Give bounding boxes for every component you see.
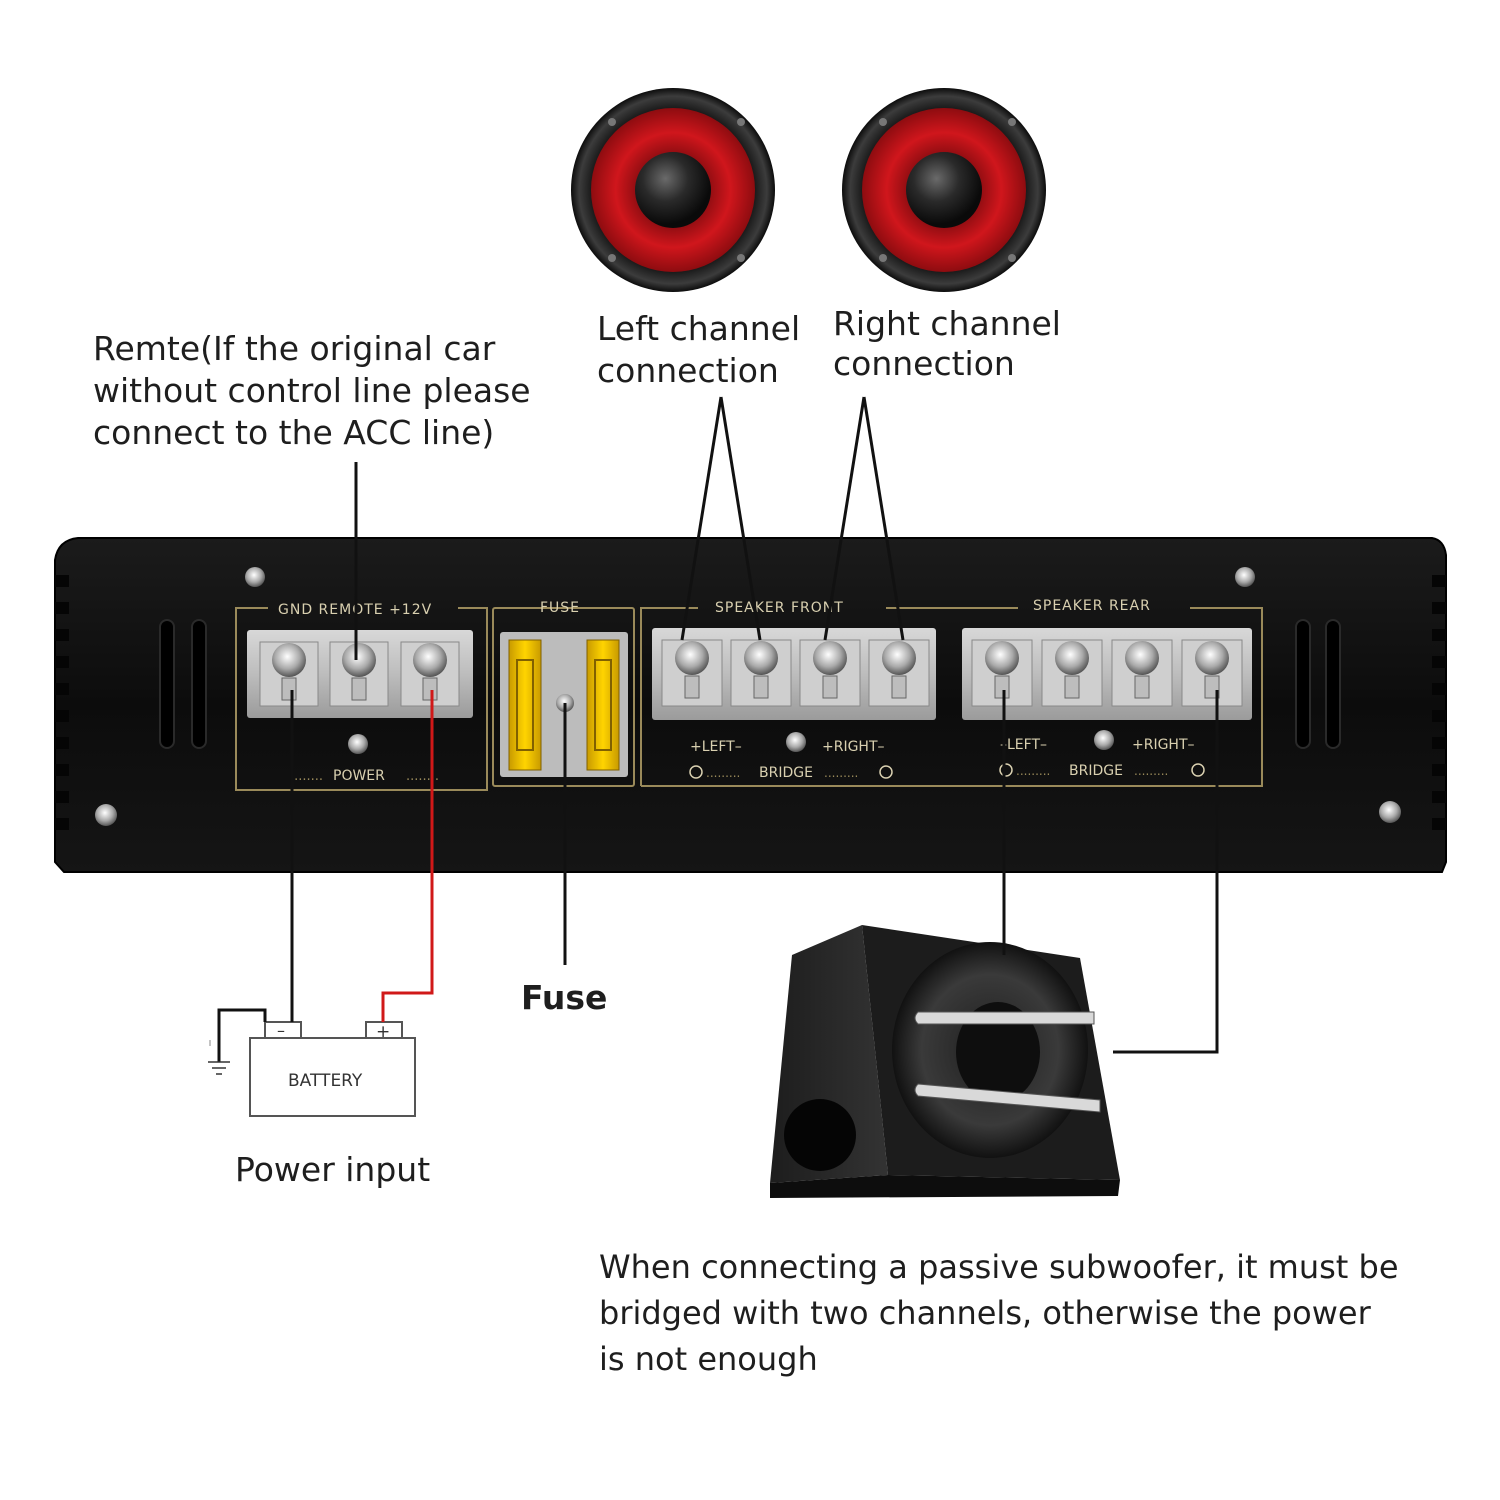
power-dots-left: ........ — [290, 769, 323, 784]
rear-right-label: +RIGHT– — [1132, 737, 1195, 753]
terminal-12v — [400, 641, 460, 707]
remote-line-3: connect to the ACC line) — [93, 413, 495, 452]
svg-text:.........: ......... — [1016, 764, 1050, 778]
right-channel-line-1: Right channel — [833, 304, 1061, 343]
terminal-gnd — [259, 641, 319, 707]
rear-terminals — [971, 639, 1243, 707]
subwoofer-line-1: When connecting a passive subwoofer, it … — [599, 1248, 1399, 1286]
remote-annotation: Remte(If the original car without contro… — [93, 328, 531, 454]
fuse-right — [586, 639, 620, 771]
right-speaker — [842, 88, 1046, 292]
rear-group-header: SPEAKER REAR — [1033, 598, 1151, 614]
rear-left-label: –LEFT– — [1000, 737, 1047, 753]
connection-lines — [290, 396, 1219, 1054]
left-channel-annotation: Left channel connection — [597, 308, 800, 392]
battery-negative-sign: – — [277, 1021, 285, 1040]
front-bridge-label: BRIDGE — [759, 765, 813, 781]
rear-bridge-label: BRIDGE — [1069, 763, 1123, 779]
svg-text:.........: ......... — [1134, 764, 1168, 778]
positive-wire — [381, 690, 434, 1022]
subwoofer-line-3: is not enough — [599, 1340, 818, 1378]
svg-text:.........: ......... — [706, 766, 740, 780]
front-left-label: +LEFT– — [690, 739, 742, 755]
left-channel-line-2: connection — [597, 351, 779, 390]
svg-text:.........: ......... — [824, 766, 858, 780]
power-input-annotation: Power input — [235, 1150, 431, 1189]
amplifier-panel: GND REMOTE +12V ........ POWER ........ … — [54, 537, 1447, 873]
battery-positive-sign: + — [376, 1022, 390, 1042]
fuse-left — [508, 639, 542, 771]
battery: – + BATTERY — [208, 1008, 416, 1117]
subwoofer-annotation: When connecting a passive subwoofer, it … — [599, 1244, 1399, 1382]
fuse-group-header: FUSE — [540, 600, 580, 616]
front-terminals — [661, 639, 930, 707]
front-group-header: SPEAKER FRONT — [715, 600, 844, 616]
power-group-footer: POWER — [333, 768, 385, 784]
front-right-label: +RIGHT– — [822, 739, 885, 755]
left-channel-line-1: Left channel — [597, 309, 801, 348]
power-dots-right: ........ — [406, 769, 439, 784]
right-channel-line-2: connection — [833, 344, 1015, 383]
remote-line-2: without control line please — [93, 371, 531, 410]
terminal-remote — [329, 641, 389, 707]
subwoofer-line-2: bridged with two channels, otherwise the… — [599, 1294, 1371, 1332]
subwoofer — [770, 925, 1120, 1198]
right-channel-annotation: Right channel connection — [833, 304, 1061, 384]
remote-line-1: Remte(If the original car — [93, 329, 496, 368]
battery-label: BATTERY — [288, 1071, 363, 1091]
left-speaker — [571, 88, 775, 292]
fuse-annotation: Fuse — [521, 978, 608, 1017]
